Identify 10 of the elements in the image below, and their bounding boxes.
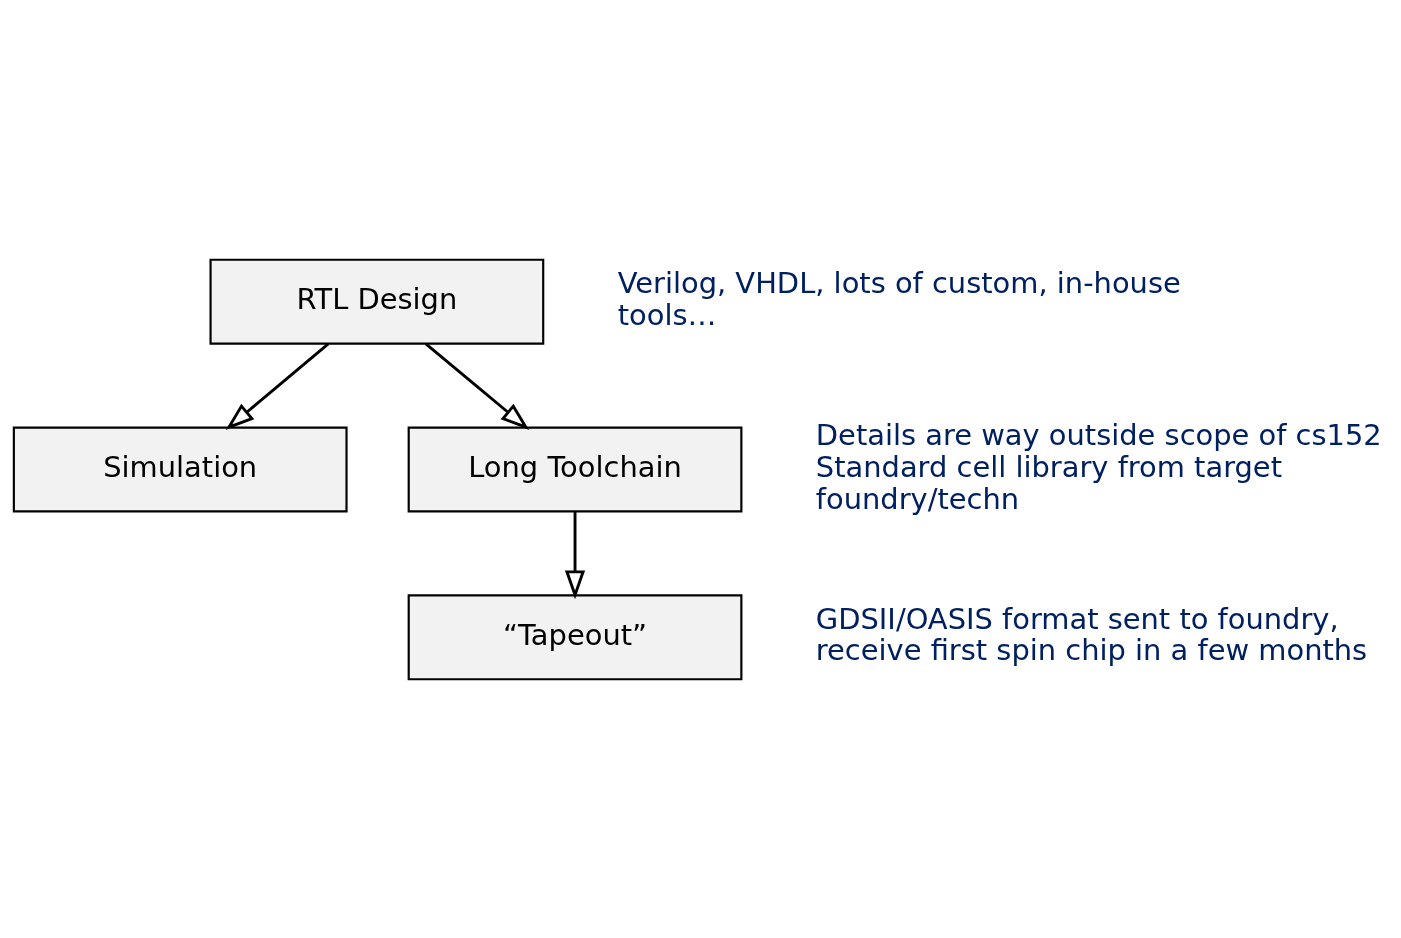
node-label: Details are way outside scope of cs152 [815,417,1382,452]
arrow [424,342,530,430]
node-box: RTL Design [209,258,545,345]
node-label: Verilog, VHDL, lots of custom, in-house tools… [617,265,1181,332]
node-label: GDSII/OASIS format sent to foundry, receive first spin chip in a few months [815,601,1368,667]
arrow [564,511,586,599]
node-box: “Tapeout” [407,593,743,680]
arrow [225,342,330,430]
node-box: Long Toolchain [407,425,743,513]
node-box: Simulation [12,425,348,513]
